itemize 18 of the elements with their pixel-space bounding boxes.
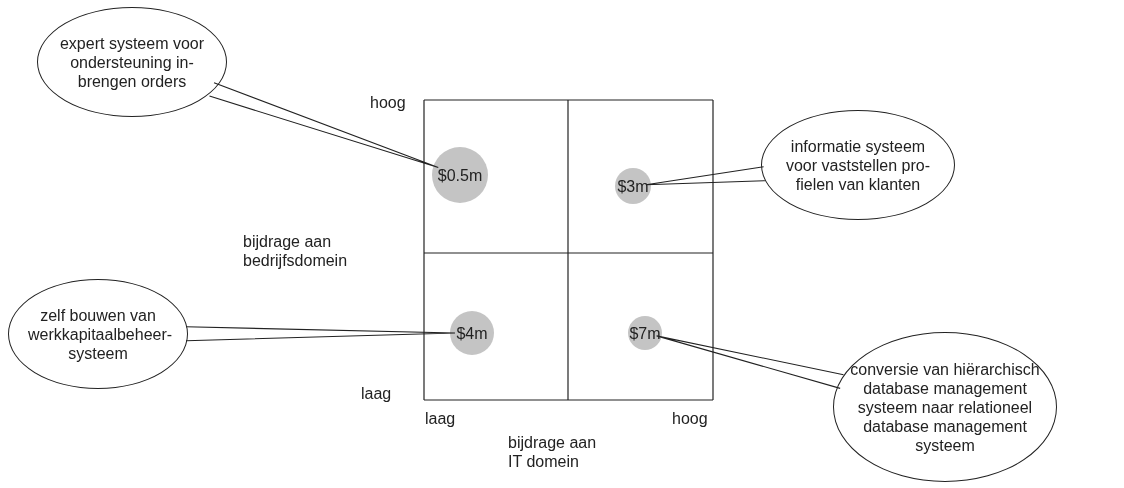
callout-ellipse: conversie van hiërarchisch database management systeem naar relationeel database management systeem bbox=[833, 332, 1057, 482]
value-bubble: $4m bbox=[450, 311, 494, 355]
axis-tick-label: hoog bbox=[370, 93, 407, 112]
callout-ellipse: informatie systeem voor vaststellen pro- fielen van klanten bbox=[761, 110, 955, 220]
axis-tick-label: hoog bbox=[672, 409, 709, 428]
value-bubble: $7m bbox=[628, 316, 662, 350]
axis-tick-label: laag bbox=[425, 409, 457, 428]
value-bubble: $3m bbox=[615, 168, 651, 204]
leader-line bbox=[208, 82, 439, 169]
leader-line bbox=[645, 166, 766, 186]
callout-ellipse: zelf bouwen van werkkapitaalbeheer- systeem bbox=[8, 279, 188, 389]
leader-line bbox=[185, 326, 456, 342]
axis-tick-label: laag bbox=[361, 384, 393, 403]
axis-title: bijdrage aan IT domein bbox=[508, 433, 598, 471]
axis-title: bijdrage aan bedrijfsdomein bbox=[243, 232, 349, 270]
leader-line bbox=[656, 335, 845, 389]
value-bubble: $0.5m bbox=[432, 147, 488, 203]
callout-ellipse: expert systeem voor ondersteuning in- brengen orders bbox=[37, 7, 227, 117]
